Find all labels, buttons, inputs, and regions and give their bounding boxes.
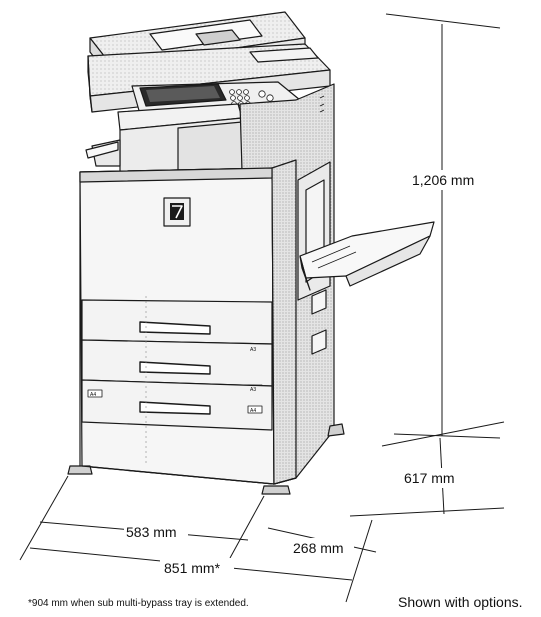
control-panel bbox=[131, 81, 301, 115]
copier-illustration bbox=[67, 11, 435, 495]
tray-extension-label-bg bbox=[290, 538, 354, 558]
width-label-bg bbox=[124, 522, 188, 542]
depth-dimension-label: 617 mm bbox=[404, 470, 455, 486]
paper-tray-3 bbox=[81, 379, 273, 431]
tray2-size-label: A3 bbox=[250, 387, 256, 393]
tray-size-labels: A3 A3 A4 A4 bbox=[90, 347, 256, 414]
height-dimension-label: 1,206 mm bbox=[412, 172, 474, 188]
bypass-tray bbox=[299, 221, 435, 291]
depth-label-bg bbox=[402, 468, 462, 488]
tray-extension-dimension-label: 268 mm bbox=[293, 540, 344, 556]
tray1-size-label: A3 bbox=[250, 347, 256, 353]
tray3-left-size-label: A4 bbox=[90, 392, 96, 398]
caption: Shown with options. bbox=[398, 594, 523, 610]
total-width-label-bg bbox=[160, 558, 234, 578]
width-dimension-label: 583 mm bbox=[126, 524, 177, 540]
brand-logo bbox=[163, 197, 191, 227]
output-area bbox=[85, 103, 243, 183]
tray3-right-size-label: A4 bbox=[250, 408, 256, 414]
footnote: *904 mm when sub multi-bypass tray is ex… bbox=[28, 598, 249, 609]
casters bbox=[67, 423, 345, 495]
total-width-dimension-label: 851 mm* bbox=[164, 560, 221, 576]
dimension-labels: 1,206 mm 617 mm 583 mm 268 mm 851 mm* bbox=[124, 170, 494, 578]
height-label-bg bbox=[408, 170, 494, 190]
